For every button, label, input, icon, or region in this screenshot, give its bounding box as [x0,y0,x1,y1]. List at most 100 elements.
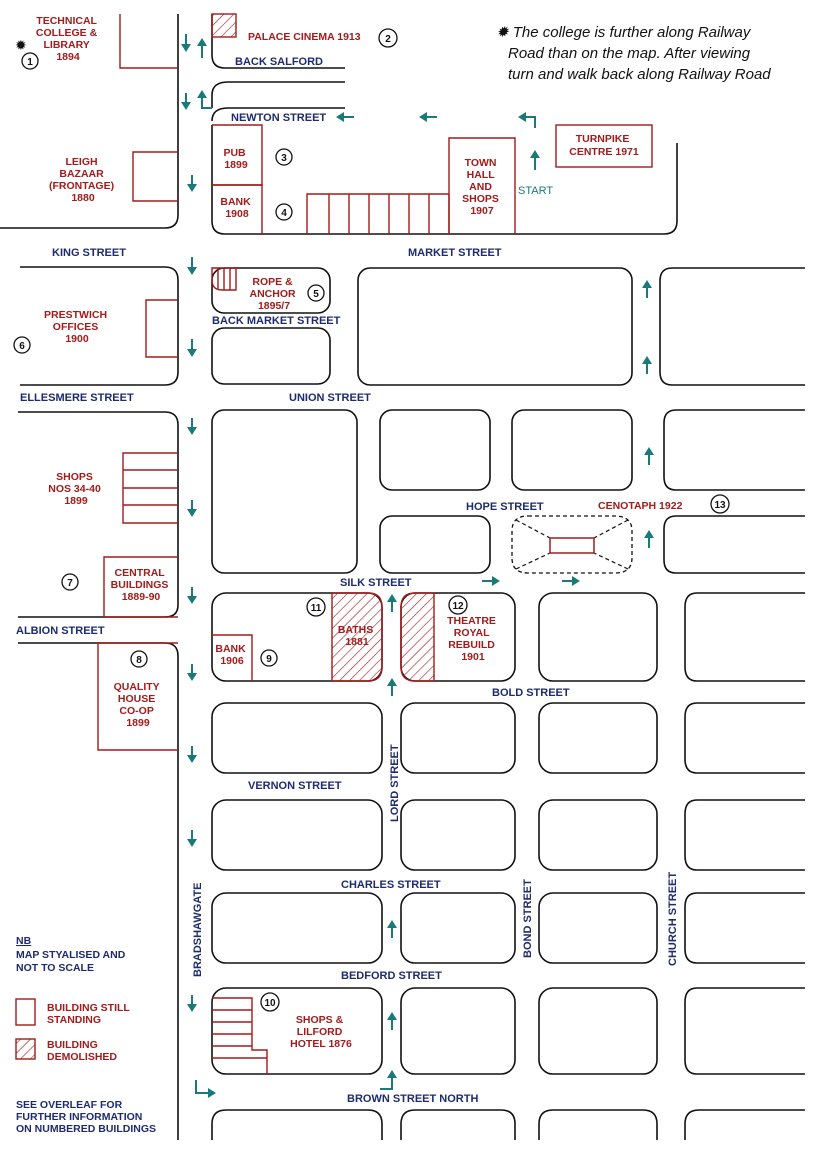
arrow-down-8 [187,587,197,604]
street-names: BACK SALFORD NEWTON STREET KING STREET M… [16,56,679,1105]
building-technical-college [119,14,178,69]
block-left-king [20,266,179,386]
route-arrows [181,34,654,1098]
block-charles-3 [538,892,658,964]
building-bank-1906 [212,634,253,681]
street-blocks [0,14,805,1140]
building-leigh-bazaar [132,151,178,202]
building-bank-1908 [212,184,263,234]
street-vernon: VERNON STREET [248,780,342,792]
svg-text:1: 1 [27,57,33,68]
building-lilford-hotel [212,997,268,1074]
svg-text:12: 12 [452,601,464,612]
arrow-down-9 [187,664,197,681]
arrow-up-r4 [644,530,654,548]
arrow-down-1 [181,34,191,52]
arrow-down-4 [187,257,197,275]
arrow-turn-newton [197,90,212,109]
block-bold-4 [684,702,805,774]
label-town-hall: TOWN HALL AND SHOPS 1907 [462,157,502,217]
block-back-market [211,327,331,385]
arrow-right-silk-1 [482,576,500,586]
block-brown-1 [211,1109,383,1140]
label-quality: QUALITY HOUSE CO-OP 1899 [114,681,163,729]
block-vernon-2 [400,799,516,871]
svg-text:10: 10 [264,998,276,1009]
legend-demolished-line-1: BUILDING [47,1039,98,1051]
block-vernon-3 [538,799,658,871]
arrow-down-10 [187,746,197,763]
block-bold-1 [211,702,383,774]
svg-text:9: 9 [266,654,272,665]
arrow-up-r1 [642,280,652,298]
building-town-hall [448,137,516,234]
block-brown-4 [684,1109,805,1140]
street-bond: BOND STREET [522,879,534,958]
label-shops-34-40: SHOPS NOS 34-40 1899 [48,471,103,507]
legend-standing-swatch [15,998,36,1026]
block-hope-mid [379,515,491,574]
marker-12: 12 [448,595,468,615]
block-bold-2 [400,702,516,774]
block-left-top [0,14,179,229]
college-marker: ✹ [15,37,27,53]
label-lilford: SHOPS & LILFORD HOTEL 1876 [290,1014,352,1050]
street-bold: BOLD STREET [492,687,570,699]
building-rope-anchor [211,267,237,291]
marker-5: 5 [307,284,325,302]
block-bedford-3 [538,987,658,1075]
college-note: ✹ The college is further along Railway R… [496,24,771,83]
arrow-down-2 [181,93,191,110]
legend-nb-line-2: NOT TO SCALE [16,962,94,974]
building-turnpike [555,124,653,168]
block-newton-south [211,107,345,122]
building-theatre-royal [400,592,435,682]
label-bazaar: LEIGH BAZAAR (FRONTAGE) 1880 [49,156,117,204]
block-brown-2 [400,1109,516,1140]
street-bradshawgate: BRADSHAWGATE [192,882,204,977]
label-bank-1908: BANK 1908 [220,196,253,220]
marker-9: 9 [260,649,278,667]
label-turnpike: TURNPIKE CENTRE 1971 [569,133,639,158]
label-central: CENTRAL BUILDINGS 1889-90 [111,567,172,603]
street-market: MARKET STREET [408,247,502,259]
marker-10: 10 [260,992,280,1012]
block-bedford-4 [684,987,805,1075]
legend: NB MAP STYALISED AND NOT TO SCALE BUILDI… [15,935,156,1135]
svg-text:7: 7 [67,578,73,589]
arrow-down-7 [187,500,197,517]
street-union: UNION STREET [289,392,371,404]
legend-overleaf-line-3: ON NUMBERED BUILDINGS [16,1123,156,1135]
street-king: KING STREET [52,247,126,259]
marker-11: 11 [306,597,326,617]
label-baths: BATHS 1881 [338,624,376,648]
marker-4: 4 [275,203,293,221]
label-rope: ROPE & ANCHOR 1895/7 [249,276,298,312]
legend-overleaf-line-1: SEE OVERLEAF FOR [16,1099,123,1111]
cenotaph-outline [511,515,633,574]
start-label: START [518,185,553,197]
label-cenotaph: CENOTAPH 1922 [598,500,683,512]
block-bedford-1 [211,987,383,1075]
arrow-down-5 [187,339,197,357]
street-hope: HOPE STREET [466,501,544,513]
block-charles-4 [684,892,805,964]
label-bank-1906: BANK 1906 [215,643,248,667]
svg-text:6: 6 [19,341,25,352]
buildings [97,13,653,1074]
block-charles-1 [211,892,383,964]
arrow-down-6 [187,418,197,435]
block-union-right [663,409,805,491]
building-baths [331,592,383,682]
street-bedford: BEDFORD STREET [341,970,442,982]
street-silk: SILK STREET [340,577,412,589]
arrow-up-r3 [644,447,654,465]
marker-6: 6 [13,336,31,354]
street-albion: ALBION STREET [16,625,105,637]
marker-3: 3 [275,148,293,166]
building-shops-34-40 [122,452,178,524]
street-charles: CHARLES STREET [341,879,441,891]
legend-standing-line-1: BUILDING STILL [47,1002,130,1014]
arrow-left-newton-1 [336,112,354,122]
